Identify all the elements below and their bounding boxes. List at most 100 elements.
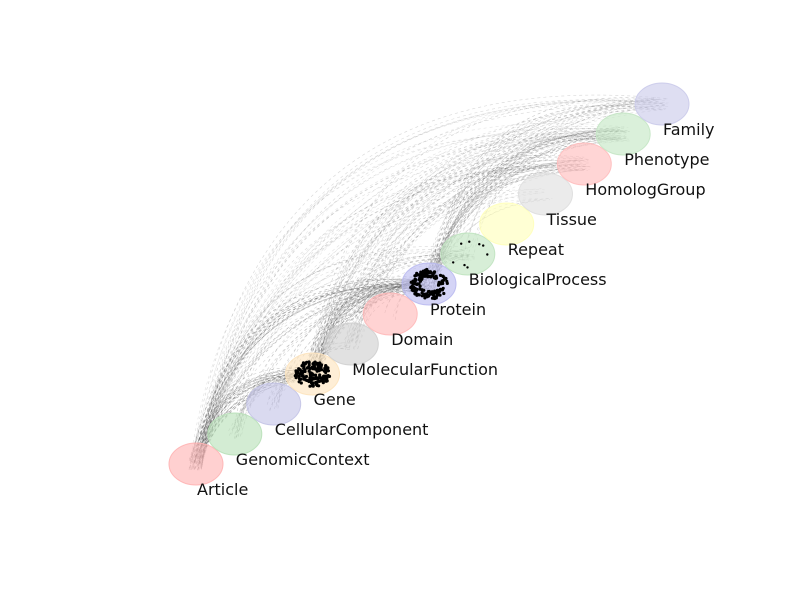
- edge-gene-protein: [317, 280, 423, 375]
- member-dot-gene: [314, 373, 318, 377]
- edge-article-family: [202, 105, 664, 465]
- edge-gene-phenotype: [317, 129, 618, 372]
- member-dot-protein: [419, 271, 424, 275]
- member-dot-gene: [293, 374, 297, 378]
- edge-gene-family: [313, 99, 667, 377]
- member-dot-biological_process: [486, 253, 489, 256]
- node-tissue[interactable]: [518, 172, 573, 216]
- edge-protein-phenotype: [426, 131, 630, 282]
- edge-gene-homolog_group: [310, 165, 587, 380]
- edge-article-biological_process: [197, 246, 468, 465]
- edge-article-family: [191, 94, 667, 461]
- member-dot-gene: [323, 375, 327, 379]
- member-dot-biological_process: [460, 242, 463, 245]
- edge-article-family: [194, 109, 665, 458]
- edge-protein-homolog_group: [428, 168, 580, 282]
- member-dot-gene: [308, 373, 312, 377]
- edge-gene-homolog_group: [315, 164, 579, 380]
- edge-protein-homolog_group: [433, 158, 584, 291]
- member-dot-protein: [438, 273, 443, 277]
- edge-gene-homolog_group: [309, 165, 591, 377]
- member-dot-protein: [440, 288, 444, 292]
- edge-gene-phenotype: [317, 130, 623, 369]
- node-phenotype[interactable]: [595, 112, 651, 156]
- edge-molecular_function-homolog_group: [344, 168, 587, 341]
- member-dot-gene: [325, 367, 329, 371]
- member-dot-biological_process: [452, 261, 455, 264]
- edge-molecular_function-homolog_group: [345, 162, 589, 348]
- member-dot-protein: [409, 280, 413, 284]
- edge-article-protein: [190, 278, 430, 471]
- edge-molecular_function-phenotype: [344, 128, 620, 346]
- edge-gene-phenotype: [318, 138, 626, 378]
- edge-article-protein: [194, 279, 423, 463]
- edge-molecular_function-phenotype: [357, 129, 619, 350]
- member-dot-gene: [305, 360, 309, 364]
- edge-molecular_function-phenotype: [353, 138, 617, 350]
- member-dot-protein: [418, 287, 422, 291]
- edge-article-biological_process: [202, 249, 463, 458]
- edge-gene-phenotype: [312, 130, 625, 369]
- member-dot-protein: [428, 270, 432, 274]
- member-dot-biological_process: [468, 240, 471, 243]
- edge-protein-tissue: [430, 192, 541, 288]
- edge-article-phenotype: [196, 128, 624, 463]
- member-dot-protein: [419, 278, 423, 282]
- edge-gene-protein: [317, 277, 431, 371]
- member-dot-protein: [438, 289, 442, 293]
- edge-protein-tissue: [433, 199, 551, 282]
- member-dot-protein: [409, 285, 413, 290]
- member-dot-gene: [318, 361, 322, 365]
- nodes-layer: [168, 82, 690, 486]
- member-dot-gene: [305, 366, 309, 370]
- edge-gene-homolog_group: [305, 169, 584, 371]
- edge-article-phenotype: [189, 133, 630, 461]
- edge-gene-phenotype: [318, 135, 619, 368]
- edge-gene-family: [316, 105, 669, 375]
- member-dot-gene: [307, 369, 311, 373]
- edge-gene-protein: [316, 287, 434, 375]
- node-article[interactable]: [168, 442, 224, 486]
- edge-gene-family: [308, 108, 666, 375]
- edge-biological_process-phenotype: [461, 130, 625, 261]
- edge-protein-phenotype: [433, 130, 622, 289]
- edge-gene-biological_process: [316, 254, 470, 381]
- node-biological_process[interactable]: [440, 232, 496, 276]
- edge-cellular_component-protein: [277, 282, 423, 409]
- member-dot-protein: [439, 281, 443, 285]
- edge-molecular_function-homolog_group: [357, 164, 587, 339]
- edge-protein-homolog_group: [423, 159, 579, 286]
- edge-protein-phenotype: [425, 136, 628, 278]
- edge-gene-biological_process: [315, 255, 462, 379]
- edge-article-homolog_group: [192, 161, 589, 470]
- edge-gene-phenotype: [317, 131, 620, 378]
- edge-gene-protein: [309, 283, 424, 377]
- edge-biological_process-phenotype: [474, 128, 624, 253]
- member-dot-protein: [428, 274, 432, 278]
- node-homolog_group[interactable]: [556, 142, 612, 186]
- edge-article-family: [200, 98, 666, 466]
- node-domain[interactable]: [362, 292, 418, 336]
- node-repeat[interactable]: [479, 202, 535, 246]
- node-label-homolog_group: HomologGroup: [585, 180, 705, 199]
- edge-article-gene: [193, 374, 317, 468]
- edge-article-protein: [193, 283, 430, 463]
- member-dot-protein: [436, 283, 441, 287]
- node-label-molecular_function: MolecularFunction: [352, 360, 498, 379]
- edge-protein-phenotype: [435, 138, 619, 289]
- edge-biological_process-phenotype: [462, 134, 621, 258]
- edge-protein-homolog_group: [427, 170, 588, 280]
- edge-protein-phenotype: [435, 133, 619, 282]
- edge-gene-protein: [315, 281, 429, 372]
- edge-gene-family: [317, 99, 666, 370]
- member-dot-gene: [315, 362, 319, 366]
- node-genomic_context[interactable]: [207, 412, 263, 456]
- node-label-repeat: Repeat: [508, 240, 564, 259]
- edge-gene-phenotype: [314, 137, 617, 379]
- member-dot-gene: [319, 376, 323, 380]
- edge-protein-family: [425, 99, 660, 281]
- node-family[interactable]: [634, 82, 690, 126]
- node-cellular_component[interactable]: [246, 382, 302, 426]
- member-dot-gene: [298, 377, 302, 381]
- node-molecular_function[interactable]: [323, 322, 379, 366]
